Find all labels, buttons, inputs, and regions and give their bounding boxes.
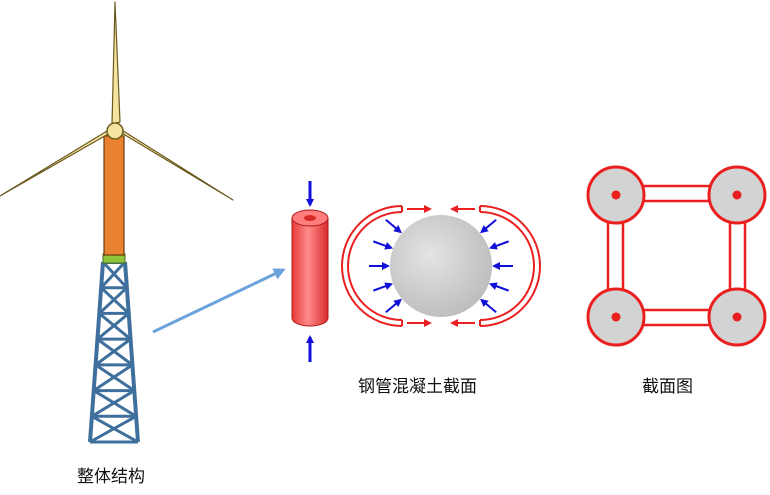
lattice-tower xyxy=(88,260,140,444)
steel-shell-right xyxy=(479,205,541,327)
concrete-filled-section-icon xyxy=(341,205,541,327)
whole-structure-caption: 整体结构 xyxy=(77,467,145,487)
cfst-section-caption: 钢管混凝土截面 xyxy=(358,377,477,397)
steel-shell-left xyxy=(341,205,403,327)
confinement-pressure-arrows xyxy=(369,218,513,314)
wind-turbine-icon xyxy=(0,1,234,444)
four-leg-plan-icon xyxy=(586,165,767,347)
pointer-arrow xyxy=(152,268,286,334)
rotor-hub xyxy=(106,122,124,140)
rotor-blades xyxy=(0,1,234,201)
plan-leg xyxy=(707,165,767,225)
hoop-stress-arrows xyxy=(407,205,475,327)
section-view-caption: 截面图 xyxy=(642,377,693,397)
plan-legs xyxy=(586,165,767,347)
plan-leg xyxy=(707,287,767,347)
steel-tube-icon xyxy=(291,181,329,362)
plan-leg xyxy=(586,287,646,347)
plan-leg xyxy=(586,165,646,225)
tower-shaft xyxy=(103,135,125,256)
concrete-core xyxy=(390,215,492,317)
